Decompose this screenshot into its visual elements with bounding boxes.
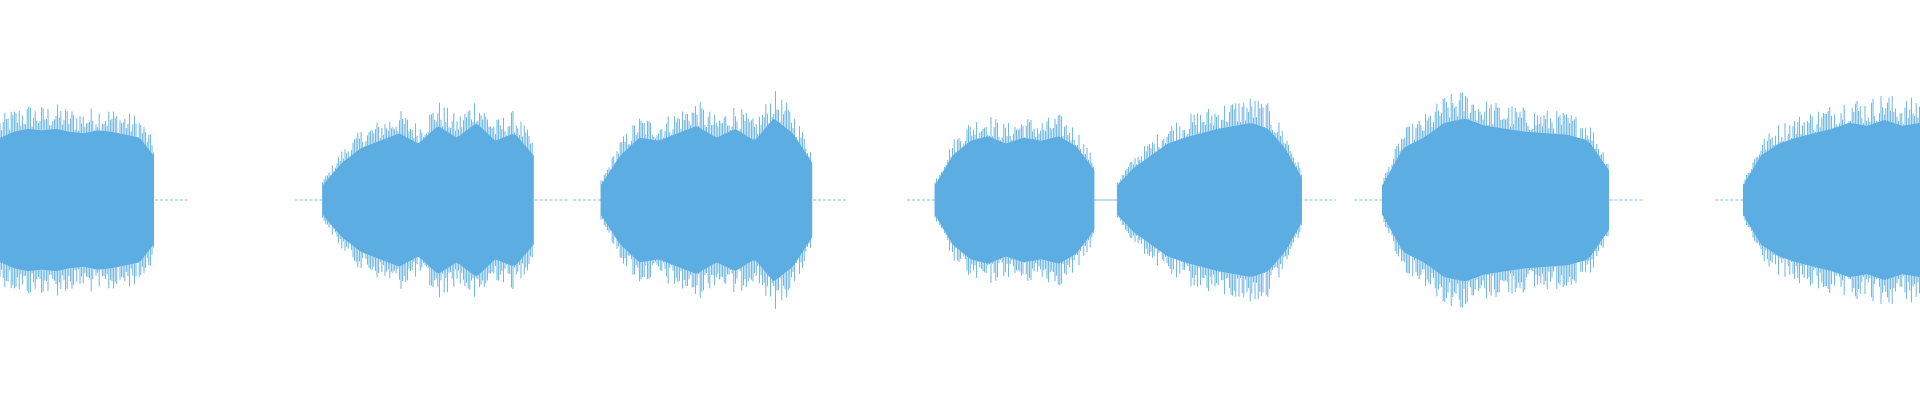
waveform-samples bbox=[1381, 92, 1609, 308]
waveform-samples bbox=[1742, 95, 1920, 305]
waveform-segment bbox=[1089, 98, 1336, 302]
waveform-samples bbox=[322, 102, 533, 298]
waveform-segment bbox=[907, 114, 1129, 286]
waveform-segment bbox=[294, 102, 568, 298]
waveform-segment bbox=[1354, 92, 1643, 308]
waveform-samples bbox=[1116, 98, 1302, 302]
waveform-segment bbox=[572, 91, 847, 309]
waveform-samples bbox=[600, 91, 812, 309]
waveform-segments bbox=[0, 91, 1920, 309]
waveform-samples bbox=[934, 114, 1094, 286]
waveform-segment bbox=[0, 104, 188, 296]
waveform-segment bbox=[1715, 95, 1920, 305]
waveform-samples bbox=[0, 104, 155, 296]
